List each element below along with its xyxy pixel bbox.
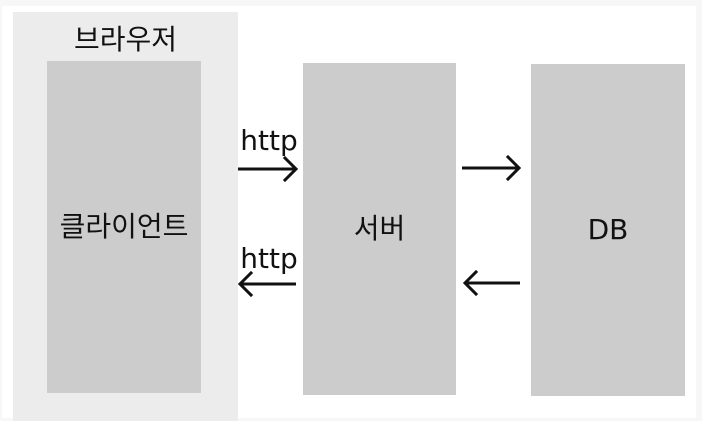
http-response-label: http — [240, 242, 298, 275]
server-to-client-arrow-icon — [237, 270, 296, 298]
database-label: DB — [587, 213, 629, 246]
server-node: 서버 — [303, 63, 456, 395]
client-label: 클라이언트 — [59, 210, 189, 243]
server-to-database-arrow-icon — [462, 154, 522, 182]
database-to-server-arrow-icon — [462, 269, 520, 297]
browser-label: 브라우저 — [73, 23, 178, 56]
database-node: DB — [531, 64, 685, 396]
http-request-label: http — [240, 124, 298, 157]
server-label: 서버 — [353, 212, 406, 245]
client-to-server-arrow-icon — [238, 155, 299, 183]
client-node: 클라이언트 — [47, 61, 201, 393]
